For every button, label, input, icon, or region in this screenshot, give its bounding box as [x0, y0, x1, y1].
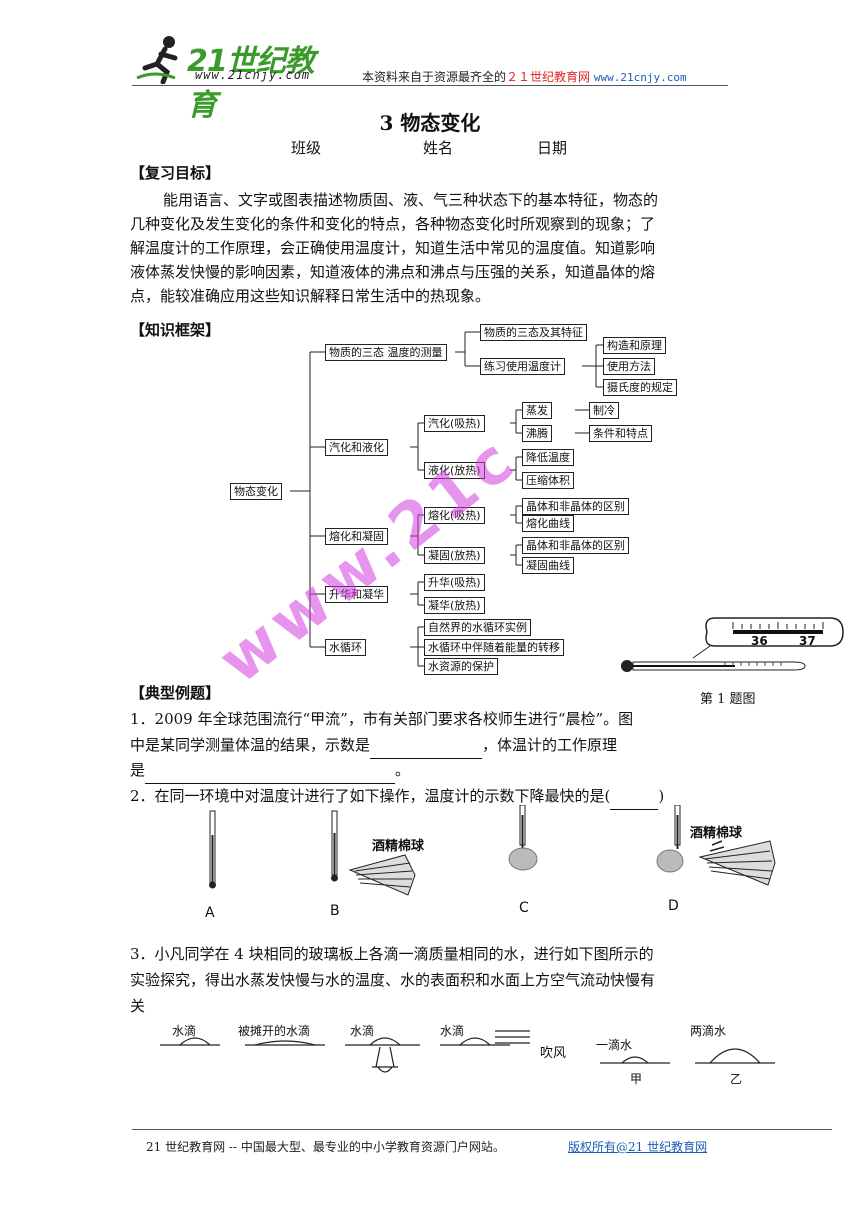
framework-heading: 【知识框架】 — [130, 321, 221, 339]
q3-label-blow: 吹风 — [540, 1046, 567, 1061]
framework-node: 熔化(吸热) — [424, 507, 485, 524]
q2-option-a: A — [205, 905, 215, 921]
q3-label-jia: 甲 — [630, 1072, 643, 1086]
figure1-caption: 第 1 题图 — [700, 692, 756, 707]
q1-answer-blank-2[interactable] — [145, 758, 396, 784]
framework-node: 汽化(吸热) — [424, 415, 485, 432]
q2-cotton-label-c: 酒精棉球 — [372, 839, 425, 854]
review-line-4: 液体蒸发快慢的影响因素，知道液体的沸点和沸点与压强的关系，知道晶体的熔 — [130, 263, 656, 281]
framework-node: 条件和特点 — [589, 425, 652, 442]
q1-line-1: 1．2009 年全球范围流行“甲流”，市有关部门要求各校师生进行“晨检”。图 — [130, 710, 634, 728]
framework-node: 液化(放热) — [424, 462, 485, 479]
q1-answer-blank-1[interactable] — [370, 733, 483, 759]
q2-option-c: C — [519, 900, 529, 916]
footer-copyright-link[interactable]: 版权所有@21 世纪教育网 — [568, 1138, 707, 1155]
footer-divider — [132, 1129, 832, 1130]
q3-label-spread: 被摊开的水滴 — [238, 1024, 311, 1038]
review-line-5: 点，能较准确应用这些知识解释日常生活中的热现象。 — [130, 287, 491, 305]
q1-text-b: ，体温计的工作原理 — [482, 736, 618, 754]
q1-line-2: 中是某同学测量体温的结果，示数是 ，体温计的工作原理 — [130, 733, 735, 759]
framework-l1-water-cycle: 水循环 — [325, 639, 366, 656]
q3-label-two-drops: 两滴水 — [690, 1024, 727, 1038]
q3-figures — [160, 1030, 775, 1073]
framework-node: 沸腾 — [522, 425, 552, 442]
framework-node: 水循环中伴随着能量的转移 — [424, 639, 564, 656]
framework-node: 制冷 — [589, 402, 619, 419]
date-label: 日期 — [537, 139, 568, 157]
thermometer-c-icon — [508, 805, 538, 871]
q3-label-drop-1: 水滴 — [172, 1024, 197, 1038]
framework-node: 熔化曲线 — [522, 515, 574, 532]
header-note-prefix: 本资料来自于资源最齐全的 — [362, 70, 507, 84]
framework-l1-sublimation: 升华和凝华 — [325, 586, 388, 603]
q3-label-yi: 乙 — [730, 1072, 743, 1086]
framework-node: 水资源的保护 — [424, 658, 498, 675]
header-note: 本资料来自于资源最齐全的２１世纪教育网 www.21cnjy.com — [362, 68, 687, 85]
framework-node: 蒸发 — [522, 402, 552, 419]
thermometer-tick-36: 36 — [751, 634, 768, 648]
header-divider — [132, 85, 728, 86]
framework-node: 练习使用温度计 — [480, 358, 565, 375]
name-label: 姓名 — [423, 139, 454, 157]
thermometer-icon — [621, 617, 844, 672]
framework-node: 晶体和非晶体的区别 — [522, 498, 629, 515]
q3-line-1: 3．小凡同学在 4 块相同的玻璃板上各滴一滴质量相同的水，进行如下图所示的 — [130, 945, 654, 963]
thermometer-figure: 36 37 — [615, 612, 845, 692]
q2-option-b: B — [330, 903, 340, 919]
framework-l1-melting: 熔化和凝固 — [325, 528, 388, 545]
q2-figures — [209, 805, 776, 896]
framework-node: 凝固曲线 — [522, 557, 574, 574]
framework-node: 升华(吸热) — [424, 574, 485, 591]
thermometer-b-icon — [331, 810, 416, 896]
review-line-1: 能用语言、文字或图表描述物质固、液、气三种状态下的基本特征，物态的 — [163, 191, 659, 209]
framework-node: 晶体和非晶体的区别 — [522, 537, 629, 554]
q3-line-3: 关 — [130, 997, 146, 1015]
examples-heading: 【典型例题】 — [130, 684, 221, 702]
framework-node: 压缩体积 — [522, 472, 574, 489]
q3-label-drop-3: 水滴 — [440, 1024, 465, 1038]
framework-l1-vaporization: 汽化和液化 — [325, 439, 388, 456]
review-line-3: 解温度计的工作原理，会正确使用温度计，知道生活中常见的温度值。知道影响 — [130, 239, 656, 257]
page-title: 3 物态变化 — [379, 111, 481, 135]
header-note-brand[interactable]: ２１世纪教育网 — [506, 70, 591, 84]
footer-copyright-text[interactable]: 版权所有@21 世纪教育网 — [568, 1140, 708, 1154]
header-note-url[interactable]: www.21cnjy.com — [593, 71, 687, 84]
framework-node: 凝华(放热) — [424, 597, 485, 614]
framework-node: 自然界的水循环实例 — [424, 619, 531, 636]
framework-l1-states: 物质的三态 温度的测量 — [325, 344, 447, 361]
footer-text: 21 世纪教育网 -- 中国最大型、最专业的中小学教育资源门户网站。 — [146, 1140, 505, 1154]
runner-icon — [136, 36, 178, 84]
framework-node: 构造和原理 — [603, 337, 666, 354]
q2-answer-blank[interactable] — [610, 784, 659, 810]
logo-text: 21世纪教育 — [187, 44, 315, 123]
q3-line-2: 实验探究，得出水蒸发快慢与水的温度、水的表面积和水面上方空气流动快慢有 — [130, 971, 656, 989]
thermometer-d-icon — [656, 805, 776, 886]
q1-text-a: 中是某同学测量体温的结果，示数是 — [130, 736, 371, 754]
q1-text-c: 是 — [130, 761, 146, 779]
q3-label-one-drop: 一滴水 — [596, 1038, 633, 1052]
q3-label-drop-2: 水滴 — [350, 1024, 375, 1038]
thermometer-a-icon — [209, 810, 216, 889]
framework-node: 物质的三态及其特征 — [480, 324, 587, 341]
review-heading: 【复习目标】 — [130, 164, 221, 182]
logo-url: www.21cnjy.com — [195, 68, 311, 82]
q2-text: 2．在同一环境中对温度计进行了如下操作，温度计的示数下降最快的是( — [130, 787, 611, 805]
framework-root: 物态变化 — [230, 483, 282, 500]
review-line-2: 几种变化及发生变化的条件和变化的特点，各种物态变化时所观察到的现象；了 — [130, 215, 656, 233]
q2-option-d: D — [668, 898, 679, 914]
q2-cotton-label-d: 酒精棉球 — [690, 826, 743, 841]
q2-line: 2．在同一环境中对温度计进行了如下操作，温度计的示数下降最快的是( ) — [130, 784, 664, 810]
framework-node: 摄氏度的规定 — [603, 379, 677, 396]
framework-connectors — [290, 331, 603, 667]
framework-node: 凝固(放热) — [424, 547, 485, 564]
q1-line-3: 是 。 — [130, 758, 410, 784]
q2-close: ) — [658, 787, 665, 805]
class-label: 班级 — [291, 139, 322, 157]
framework-node: 使用方法 — [603, 358, 655, 375]
framework-node: 降低温度 — [522, 449, 574, 466]
q1-text-d: 。 — [395, 761, 411, 779]
logo: 21世纪教育 www.21cnjy.com — [135, 34, 340, 123]
thermometer-tick-37: 37 — [799, 634, 816, 648]
